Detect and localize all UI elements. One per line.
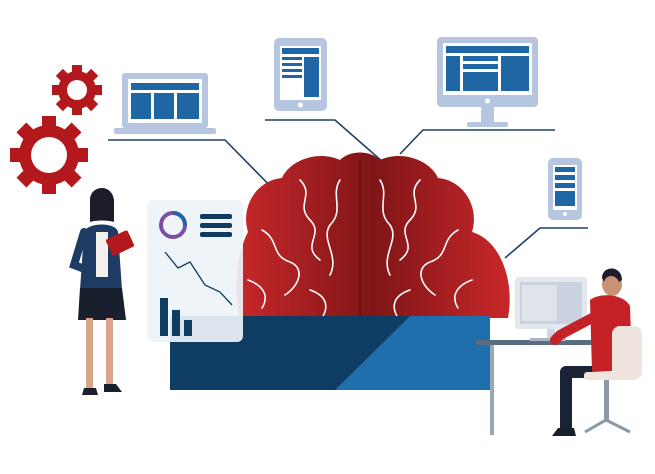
smartphone-icon: [548, 158, 582, 220]
workstation: [476, 277, 596, 435]
laptop-icon: [114, 73, 216, 134]
tablet-icon: [274, 38, 327, 111]
gear-icon: [52, 65, 102, 115]
analytics-dashboard-icon: [147, 200, 243, 342]
desktop-monitor-icon: [437, 37, 538, 127]
office-worker-figure: [550, 268, 642, 436]
connector-lines: [108, 119, 588, 259]
businesswoman-figure: [69, 187, 135, 395]
brain-graphic: [236, 152, 510, 319]
gear-icon: [10, 116, 88, 194]
